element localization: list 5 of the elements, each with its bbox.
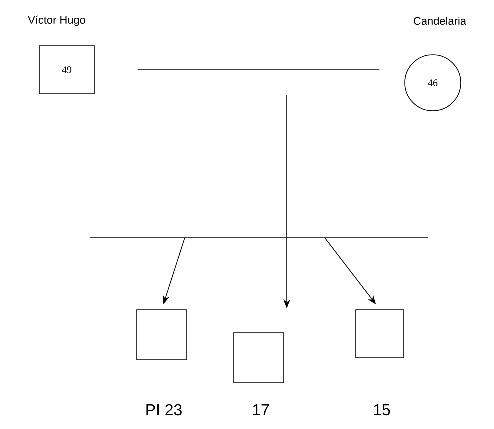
name-label: Víctor Hugo [28,16,86,26]
name-label: Candelaria [414,16,466,26]
age-label: 15 [374,404,390,416]
age-label: 17 [253,404,270,416]
age-label: PI 23 [146,404,182,416]
